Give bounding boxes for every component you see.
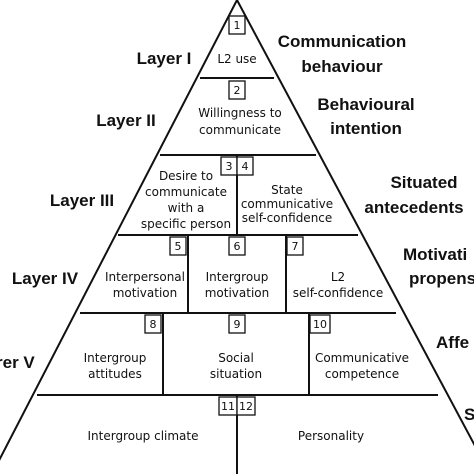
cell-10-line-2: competence (325, 367, 399, 381)
cell-12-line-1: Personality (298, 429, 364, 443)
cell-5-line-1: Interpersonal (105, 270, 185, 284)
num-3: 3 (226, 160, 233, 173)
num-box-1: 1 (228, 15, 246, 35)
num-box-3: 3 (220, 156, 238, 176)
cell-5-text: Interpersonal motivation (105, 270, 185, 300)
num-2: 2 (234, 84, 241, 97)
layer-label-1: Layer I (137, 49, 192, 68)
side-label-1b: behaviour (301, 57, 383, 76)
num-9: 9 (234, 318, 241, 331)
cell-3-line-3: with a (168, 201, 205, 215)
side-label-4b: propens (409, 269, 474, 288)
num-box-11: 11 (218, 396, 238, 416)
side-label-3a: Situated (390, 173, 457, 192)
cell-8-line-2: attitudes (88, 367, 142, 381)
cell-4-line-3: self-confidence (242, 211, 333, 225)
cell-2-line-2: communicate (199, 123, 281, 137)
side-label-4a: Motivati (403, 245, 467, 264)
num-11: 11 (221, 400, 235, 413)
layer-label-3: Layer III (50, 191, 114, 210)
cell-4-line-2: communicative (241, 197, 333, 211)
cell-7-text: L2 self-confidence (293, 270, 384, 300)
cell-3-line-4: specific person (141, 217, 231, 231)
cell-3-text: Desire to communicate with a specific pe… (141, 169, 231, 231)
cell-3-line-2: communicate (145, 185, 227, 199)
num-4: 4 (242, 160, 249, 173)
side-label-1a: Communication (278, 32, 406, 51)
cell-1-line-1: L2 use (217, 52, 256, 66)
side-label-2b: intention (330, 119, 402, 138)
num-box-6: 6 (228, 236, 246, 256)
num-12: 12 (239, 400, 253, 413)
cell-9-line-1: Social (218, 351, 254, 365)
cell-6-line-1: Intergroup (206, 270, 269, 284)
num-7: 7 (292, 240, 299, 253)
num-5: 5 (175, 240, 182, 253)
cell-1-text: L2 use (217, 52, 256, 66)
layer-label-2: Layer II (96, 111, 156, 130)
num-box-7: 7 (286, 236, 304, 256)
cell-12-text: Personality (298, 429, 364, 443)
num-box-2: 2 (228, 80, 246, 100)
cell-7-line-2: self-confidence (293, 286, 384, 300)
cell-2-text: Willingness to communicate (198, 106, 282, 137)
cell-5-line-2: motivation (113, 286, 178, 300)
num-1: 1 (234, 19, 241, 32)
side-label-6a: S (464, 405, 474, 424)
side-label-5a: Affe (436, 333, 469, 352)
cell-6-line-2: motivation (205, 286, 270, 300)
cell-7-line-1: L2 (331, 270, 345, 284)
cell-9-line-2: situation (210, 367, 262, 381)
num-6: 6 (234, 240, 241, 253)
cell-8-text: Intergroup attitudes (84, 351, 147, 381)
cell-8-line-1: Intergroup (84, 351, 147, 365)
layer-label-5: rer V (0, 353, 35, 372)
num-box-10: 10 (309, 314, 331, 334)
cell-4-text: State communicative self-confidence (241, 183, 333, 225)
side-label-2a: Behavioural (317, 95, 414, 114)
cell-9-text: Social situation (210, 351, 262, 381)
cell-11-line-1: Intergroup climate (87, 429, 198, 443)
side-label-3b: antecedents (364, 198, 463, 217)
num-8: 8 (150, 318, 157, 331)
num-box-5: 5 (169, 236, 187, 256)
num-box-8: 8 (144, 314, 162, 334)
num-box-9: 9 (228, 314, 246, 334)
num-10: 10 (313, 318, 327, 331)
layer-label-4: Layer IV (12, 269, 79, 288)
cell-2-line-1: Willingness to (198, 106, 282, 120)
cell-6-text: Intergroup motivation (205, 270, 270, 300)
num-box-4: 4 (236, 156, 254, 176)
cell-4-line-1: State (271, 183, 303, 197)
cell-10-line-1: Communicative (315, 351, 409, 365)
cell-10-text: Communicative competence (315, 351, 409, 381)
cell-3-line-1: Desire to (159, 169, 213, 183)
num-box-12: 12 (236, 396, 256, 416)
cell-11-text: Intergroup climate (87, 429, 198, 443)
